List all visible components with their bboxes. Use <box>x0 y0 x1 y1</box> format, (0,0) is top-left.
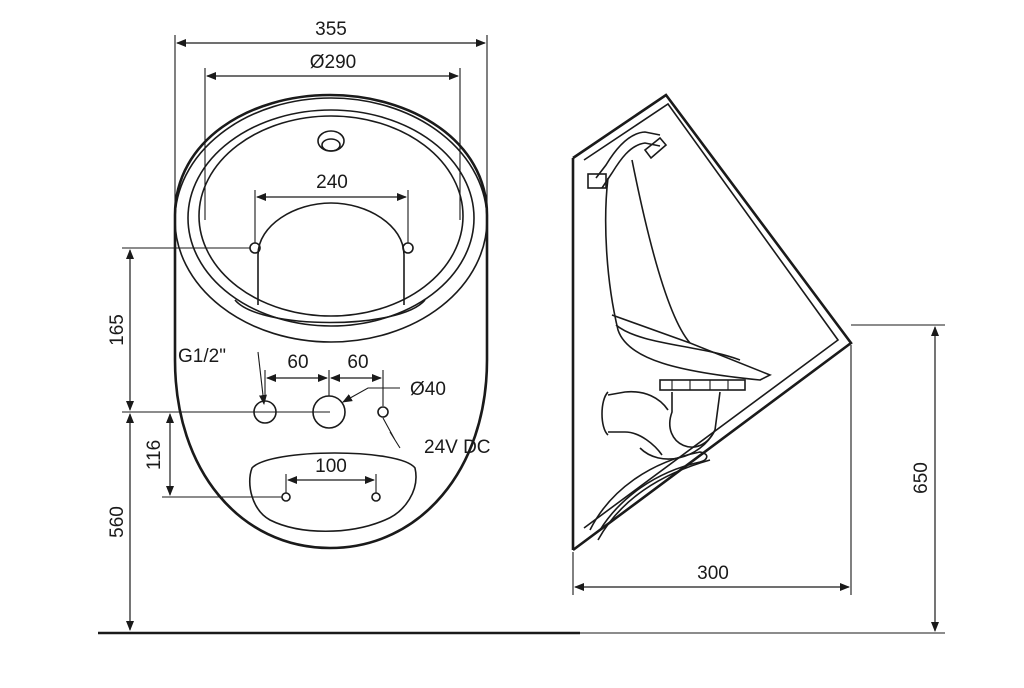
dim-label-300: 300 <box>697 563 729 584</box>
trap-bottom <box>639 429 716 460</box>
spray-fitting <box>587 173 607 189</box>
dim-label-290: Ø290 <box>310 52 356 73</box>
outlet-leader <box>342 387 400 403</box>
spray-head <box>643 136 668 160</box>
dim-label-116: 116 <box>144 440 165 470</box>
lower-shield-2 <box>597 459 711 541</box>
spray-nozzle <box>317 130 345 152</box>
spray-nozzle-inner <box>321 138 341 152</box>
lower-panel <box>248 452 417 533</box>
dim-label-165: 165 <box>107 314 128 346</box>
rim-inner <box>198 115 464 317</box>
dim-label-60-right: 60 <box>347 352 368 373</box>
spray-pipe <box>595 131 661 179</box>
front-body-outline <box>173 93 489 550</box>
side-body-outline <box>572 93 853 552</box>
side-body-inner <box>583 102 840 529</box>
siphon-trap <box>669 391 721 448</box>
power-leader <box>382 417 401 449</box>
dim-label-355: 355 <box>315 19 347 40</box>
bowl-interior <box>604 159 772 381</box>
front-view: 355 Ø290 240 165 G1/2" 60 60 Ø40 24V DC <box>107 19 491 631</box>
lower-shield <box>589 451 708 531</box>
side-view: 650 300 <box>571 93 945 632</box>
outlet-diameter-label: Ø40 <box>410 379 446 400</box>
fixing-hole-right <box>402 242 414 254</box>
dim-label-60-left: 60 <box>287 352 308 373</box>
inlet-thread-label: G1/2" <box>178 346 226 367</box>
bottom-hole-left <box>281 492 291 502</box>
rim-middle <box>187 109 475 327</box>
dim-label-650: 650 <box>911 462 932 494</box>
power-supply-label: 24V DC <box>424 437 491 458</box>
bowl-curve <box>615 324 741 361</box>
dim-label-100: 100 <box>315 456 347 477</box>
bottom-hole-right <box>371 492 381 502</box>
dim-label-560: 560 <box>107 506 128 538</box>
inlet-leader <box>257 351 267 405</box>
bowl-inner <box>257 202 405 305</box>
drain-flange <box>659 379 746 391</box>
bowl-curve-2 <box>611 314 691 344</box>
dim-label-240: 240 <box>316 172 348 193</box>
bowl-bottom <box>234 299 426 324</box>
sensor-connector <box>377 406 389 418</box>
rim-outer <box>174 97 488 343</box>
siphon-pipe <box>607 390 669 456</box>
siphon-end <box>601 391 609 436</box>
spray-pipe-inner <box>601 142 661 189</box>
